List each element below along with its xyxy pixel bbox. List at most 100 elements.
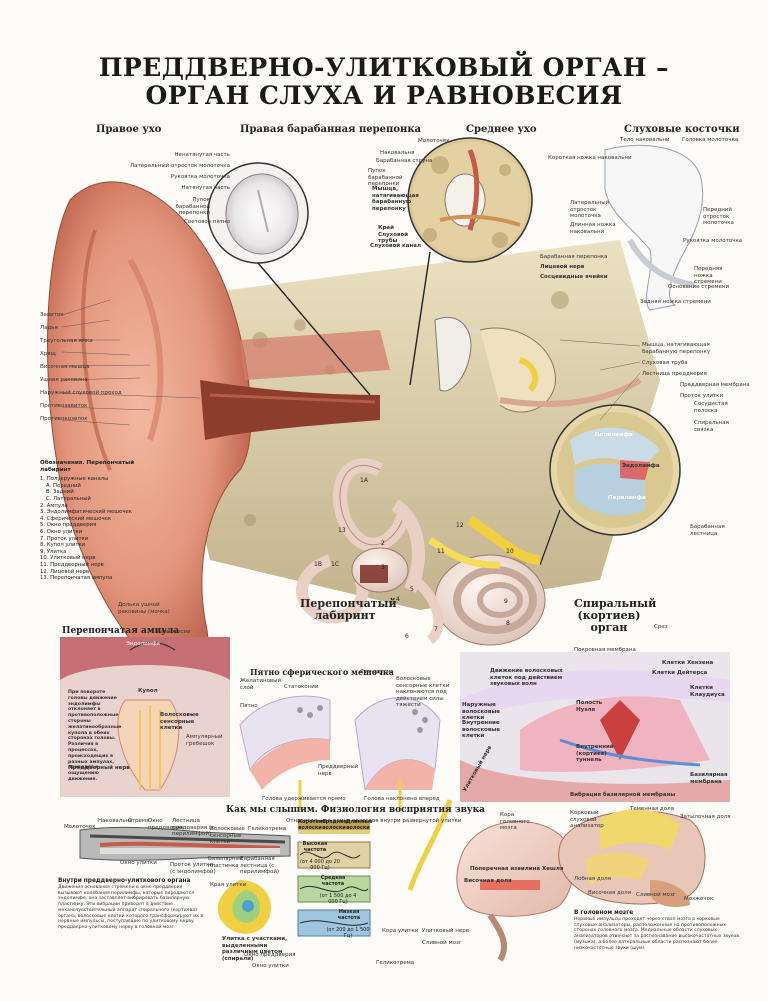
- label-middle-8: Сосцевидные ячейки: [540, 274, 608, 280]
- inside-text: Движения основания стремени в окне предд…: [58, 885, 204, 930]
- brain-label-5: Височная доля: [464, 878, 512, 884]
- label-perilymph-2: Перилимфа: [608, 495, 646, 501]
- label-eardrum-2: Рукоятка молоточка: [170, 174, 230, 180]
- heading-eardrum: Правая барабанная перепонка: [240, 124, 422, 135]
- legend-item: 11. Преддверный нерв: [40, 561, 104, 568]
- title-line-1: ПРЕДДВЕРНО-УЛИТКОВЫЙ ОРГАН –: [98, 53, 670, 82]
- band-head-long: Длинные волоски: [346, 819, 373, 831]
- brain-label-1: Корковый слуховой анализатор: [570, 810, 604, 829]
- label-outer-6: Наружный слуховой проход: [40, 390, 122, 396]
- brain-label-3: Затылочная доля: [680, 814, 731, 820]
- macula-label-3: Пятно: [240, 703, 258, 709]
- label-eardrum-1: Латеральный отросток молоточка: [130, 163, 230, 169]
- brain-label-2: Теменная доля: [630, 806, 674, 812]
- label-outer-3: Хрящ: [40, 351, 56, 357]
- num-7: 7: [434, 626, 438, 633]
- num-1c: 1C: [331, 561, 340, 568]
- title-line-2: ОРГАН СЛУХА И РАВНОВЕСИЯ: [145, 81, 623, 110]
- macula-label-4: Преддверный нерв: [318, 764, 359, 777]
- ampulla-label-0: Эндолимфа: [126, 641, 160, 647]
- label-right-2: Лестница преддверия: [642, 371, 707, 377]
- label-right-7: Барабанная лестница: [690, 524, 725, 537]
- ampulla-label-3: Ампулярный гребешок: [186, 734, 223, 747]
- label-middle-3: Пупок барабанной перепонки: [368, 168, 403, 187]
- label-perilymph-1: Перилимфа: [595, 432, 633, 438]
- label-middle-5: Край Слуховой трубы: [378, 225, 409, 244]
- heading-outer-ear: Правое ухо: [96, 124, 162, 135]
- legend-item: А. Передний: [46, 482, 81, 489]
- legend-item: 4. Сферический мешочек: [40, 515, 112, 522]
- organ-label-3: Клетки Клаудиуса: [690, 685, 725, 698]
- legend-item: 5. Окно преддверия: [40, 522, 97, 529]
- legend-title: Обозначения. Перепончатый лабиринт: [40, 460, 135, 473]
- label-ossicle-7: Передняя ножка стремени: [694, 266, 723, 285]
- num-4: 4: [396, 596, 400, 603]
- num-13: 13: [338, 527, 346, 534]
- label-middle-6: Барабанная перепонка: [540, 254, 608, 260]
- legend-item: 1. Полукружные каналы: [40, 476, 109, 483]
- heading-how-we-hear: Как мы слышим. Физиология восприятия зву…: [226, 805, 485, 815]
- brain-diagram: [456, 809, 706, 962]
- num-2: 2: [381, 540, 385, 547]
- ampulla-label-2: Волосковые сенсорные клетки: [160, 712, 199, 731]
- label-middle-1: Наковальня: [380, 150, 415, 156]
- corti-diagram: [407, 652, 730, 891]
- label-ossicle-0: Тело наковальни: [620, 137, 670, 143]
- macula-subtitle: Равновесие: [360, 669, 394, 675]
- band-high-label: Высокая частота: [302, 841, 328, 853]
- label-eardrum-4: Пупок барабанной перепонки: [175, 197, 210, 216]
- num-9: 9: [504, 598, 508, 605]
- brain-label-0: Кора головного мозга: [500, 812, 530, 831]
- ampulla-label-1: Купол: [138, 688, 158, 694]
- organ-label-6: Внутренние волосковые клетки: [462, 720, 501, 739]
- legend-item: 12. Лицевой нерв: [40, 568, 90, 575]
- inside-block: Внутри преддверно-улиткового органа Движ…: [58, 878, 208, 931]
- label-ossicle-5: Передний отросток молоточка: [703, 207, 734, 226]
- label-outer-8: Противокозелок: [40, 416, 88, 422]
- label-eardrum-0: Ненатянутая часть: [174, 152, 230, 158]
- hearing-label-15: Кора улитки: [382, 928, 419, 934]
- heading-middle-ear: Среднее ухо: [466, 124, 537, 135]
- label-middle-9: Слуховой канал: [370, 243, 421, 249]
- band-mid-label: Средняя частота: [320, 875, 346, 887]
- brain-text: Нервные импульсы проходят через ствол мо…: [574, 917, 740, 951]
- label-outer-7: Противозавиток: [40, 403, 88, 409]
- membranous-labyrinth: [295, 458, 546, 646]
- brain-label-6: Лобная доля: [574, 876, 611, 882]
- legend-item: 8. Купол улитки: [40, 542, 86, 549]
- label-eardrum-5: Световое пятно: [184, 219, 230, 225]
- organ-label-7: Полость Нуэля: [576, 700, 603, 713]
- label-right-1: Слуховая труба: [642, 360, 688, 366]
- organ-label-8: Внутренний (кортиев) туннель: [576, 744, 614, 763]
- organ-label-12: Срез: [654, 624, 668, 630]
- num-12: 12: [456, 522, 464, 529]
- hearing-label-0: Молоточек: [64, 824, 96, 830]
- organ-label-11: Базилярная мембрана: [690, 772, 728, 785]
- legend-item: 3. Эндолимфатический мешочек: [40, 509, 132, 516]
- how-subtitle: Относительная длина волосков внутри разв…: [286, 818, 462, 824]
- legend: Обозначения. Перепончатый лабиринт 1. По…: [40, 460, 160, 582]
- hearing-label-7: Окно улитки: [120, 860, 157, 866]
- num-1a: 1A: [360, 477, 368, 484]
- organ-label-10: Вибрация базилярной мембраны: [570, 792, 676, 798]
- label-outer-0: Завиток: [40, 312, 64, 318]
- label-middle-7: Лицевой нерв: [540, 264, 585, 270]
- ampulla-label-4: Преддверный нерв: [68, 765, 130, 771]
- organ-label-1: Клетки Хензена: [662, 660, 714, 666]
- legend-item: С. Латеральный: [46, 495, 91, 502]
- brain-label-9: Мозжечок: [684, 896, 714, 902]
- brain-block: В головном мозге Нервные импульсы проход…: [574, 910, 744, 951]
- label-ossicle-6: Рукоятка молоточка: [683, 238, 743, 244]
- num-5: 5: [410, 586, 414, 593]
- band-low-label: Низкая частота: [337, 909, 361, 921]
- ampulla-text: При повороте головы движение эндолимфы о…: [68, 690, 122, 782]
- num-6: 6: [405, 633, 409, 640]
- label-outer-2: Треугольная ямка: [40, 338, 93, 344]
- hearing-label-14: Окно улитки: [252, 963, 289, 969]
- band-high-range: (от 4 000 до 20 000 Гц): [300, 859, 340, 871]
- band-head-short: Короткие волоски: [298, 819, 326, 831]
- hearing-label-12: Улитка с участками, выделенными различны…: [222, 936, 288, 962]
- heading-ossicles: Слуховые косточки: [624, 124, 740, 135]
- num-11: 11: [437, 548, 445, 555]
